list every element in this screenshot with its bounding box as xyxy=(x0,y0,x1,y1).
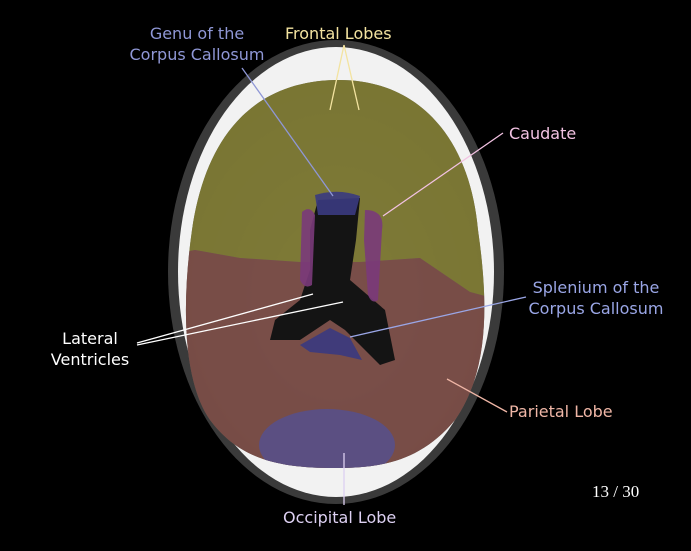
label-lateral-line2: Ventricles xyxy=(50,350,130,369)
caudate-pointer xyxy=(382,132,504,217)
caudate-left xyxy=(300,209,315,287)
label-frontal-lobes: Frontal Lobes xyxy=(285,24,392,43)
occipital-lobe-region xyxy=(259,409,395,468)
genu-pointer xyxy=(241,67,334,197)
label-occipital-lobe: Occipital Lobe xyxy=(283,508,397,527)
label-parietal-lobe: Parietal Lobe xyxy=(509,402,613,421)
label-genu: Genu of the Corpus Callosum xyxy=(118,23,276,65)
parietal-lobe-region xyxy=(185,250,485,468)
label-splenium: Splenium of the Corpus Callosum xyxy=(520,277,672,319)
genu-region xyxy=(315,191,360,215)
label-caudate: Caudate xyxy=(509,124,577,143)
lateral-pointer-1 xyxy=(136,293,314,344)
label-splenium-line1: Splenium of the xyxy=(532,278,660,297)
frontal-lobe-region xyxy=(185,79,485,300)
label-splenium-line2: Corpus Callosum xyxy=(528,299,664,318)
caudate-right xyxy=(364,210,383,302)
label-genu-line1: Genu of the xyxy=(149,24,245,43)
splenium-pointer xyxy=(349,296,527,338)
lateral-pointer-2 xyxy=(136,301,344,346)
lateral-ventricles xyxy=(270,198,395,365)
label-genu-line2: Corpus Callosum xyxy=(129,45,265,64)
label-lateral-line1: Lateral xyxy=(62,329,118,348)
frontal-pointer-right xyxy=(343,44,360,111)
slide-counter: 13 / 30 xyxy=(592,482,640,501)
label-lateral-ventricles: Lateral Ventricles xyxy=(42,328,138,370)
frontal-pointer-left xyxy=(329,44,345,111)
splenium-region xyxy=(300,328,362,360)
parietal-pointer xyxy=(446,378,508,413)
